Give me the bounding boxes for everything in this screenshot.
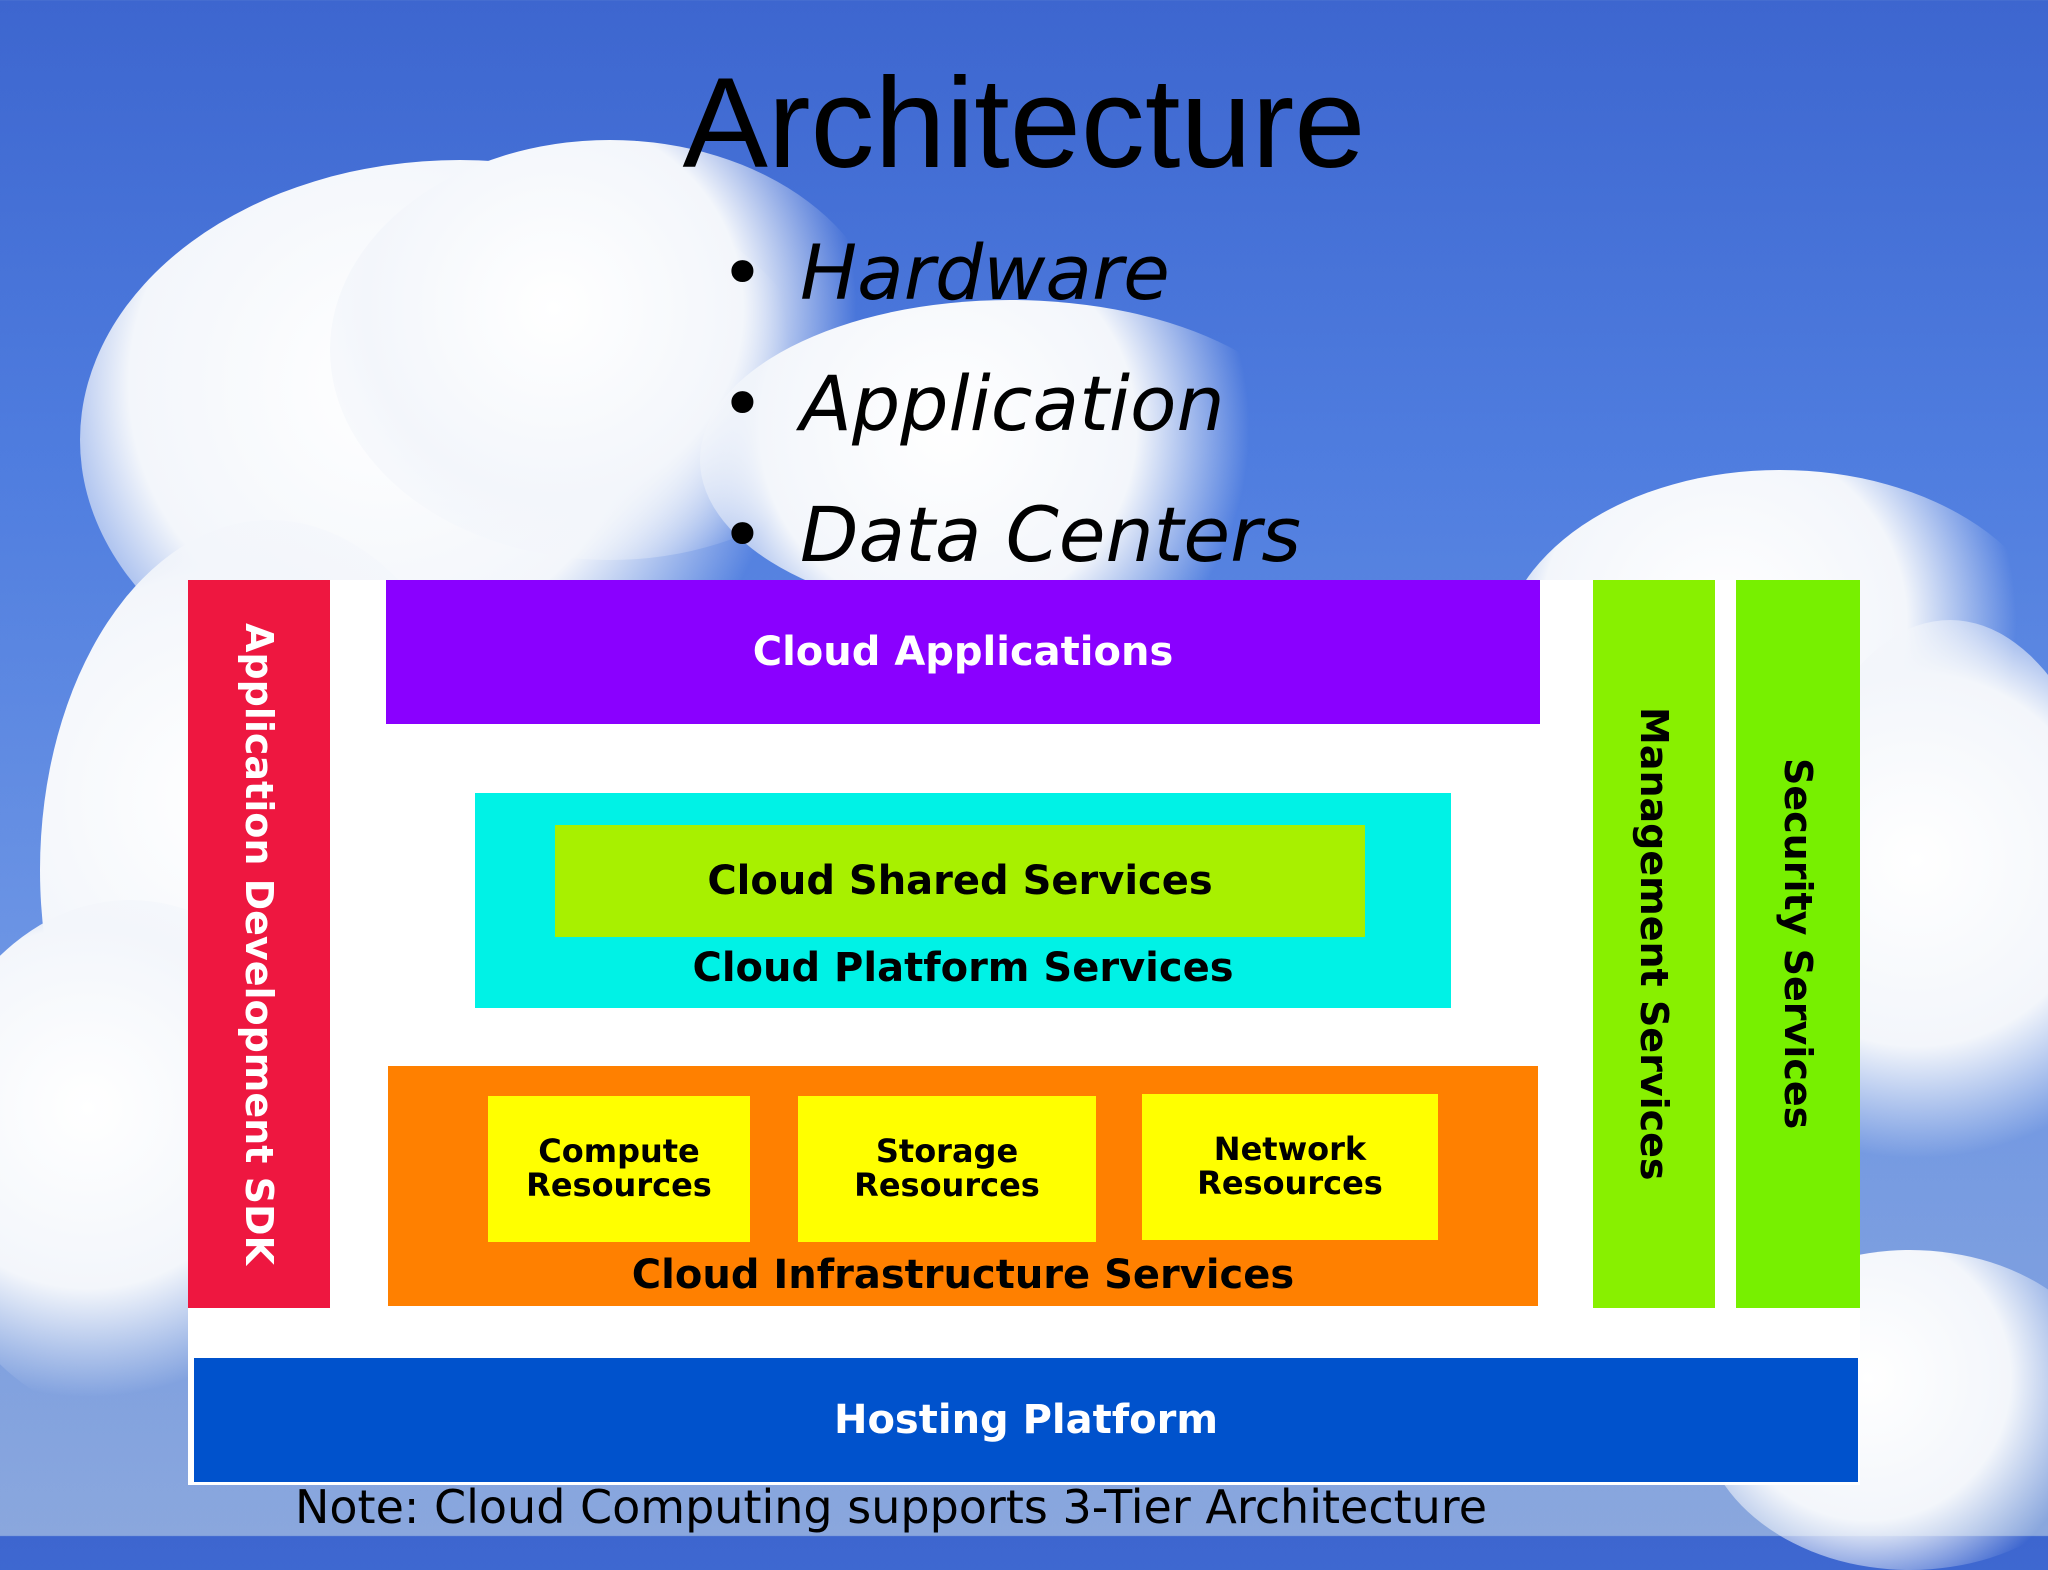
slide-title: Architecture [682,52,1366,195]
bullet-list: Hardware Application Data Centers [720,225,1301,618]
management-services-column: Management Services [1593,580,1715,1308]
cloud-shared-services-box: Cloud Shared Services [555,825,1365,937]
sdk-column: Application Development SDK [188,580,330,1308]
network-resources-line1: Network [1213,1130,1367,1169]
compute-resources-line1: Compute [538,1132,700,1171]
architecture-diagram: Application Development SDK Cloud Applic… [188,580,1860,1485]
security-services-label: Security Services [1776,758,1820,1130]
hosting-platform-box: Hosting Platform [194,1358,1858,1482]
cloud-applications-label: Cloud Applications [752,629,1174,675]
network-resources-line2: Resources [1197,1164,1383,1202]
hosting-platform-label: Hosting Platform [833,1397,1219,1443]
storage-resources-line1: Storage [875,1132,1019,1171]
management-services-label: Management Services [1632,707,1676,1181]
cloud-infrastructure-services-box: Compute Resources Storage Resources Netw… [388,1066,1538,1306]
security-services-column: Security Services [1736,580,1860,1308]
compute-resources-box: Compute Resources [488,1096,750,1242]
cloud-infrastructure-services-label: Cloud Infrastructure Services [631,1252,1295,1298]
compute-resources-line2: Resources [526,1166,712,1204]
network-resources-box: Network Resources [1142,1094,1438,1240]
storage-resources-line2: Resources [854,1166,1040,1204]
cloud-platform-services-box: Cloud Shared Services Cloud Platform Ser… [475,793,1451,1008]
bullet-application: Application [720,356,1301,487]
storage-resources-box: Storage Resources [798,1096,1096,1242]
cloud-applications-box: Cloud Applications [386,580,1540,724]
sdk-label: Application Development SDK [237,623,281,1265]
cloud-platform-services-label: Cloud Platform Services [692,945,1234,991]
footnote: Note: Cloud Computing supports 3-Tier Ar… [295,1480,1488,1534]
bullet-data-centers: Data Centers [720,487,1301,618]
cloud-shared-services-label: Cloud Shared Services [707,858,1213,904]
bullet-hardware: Hardware [720,225,1301,356]
